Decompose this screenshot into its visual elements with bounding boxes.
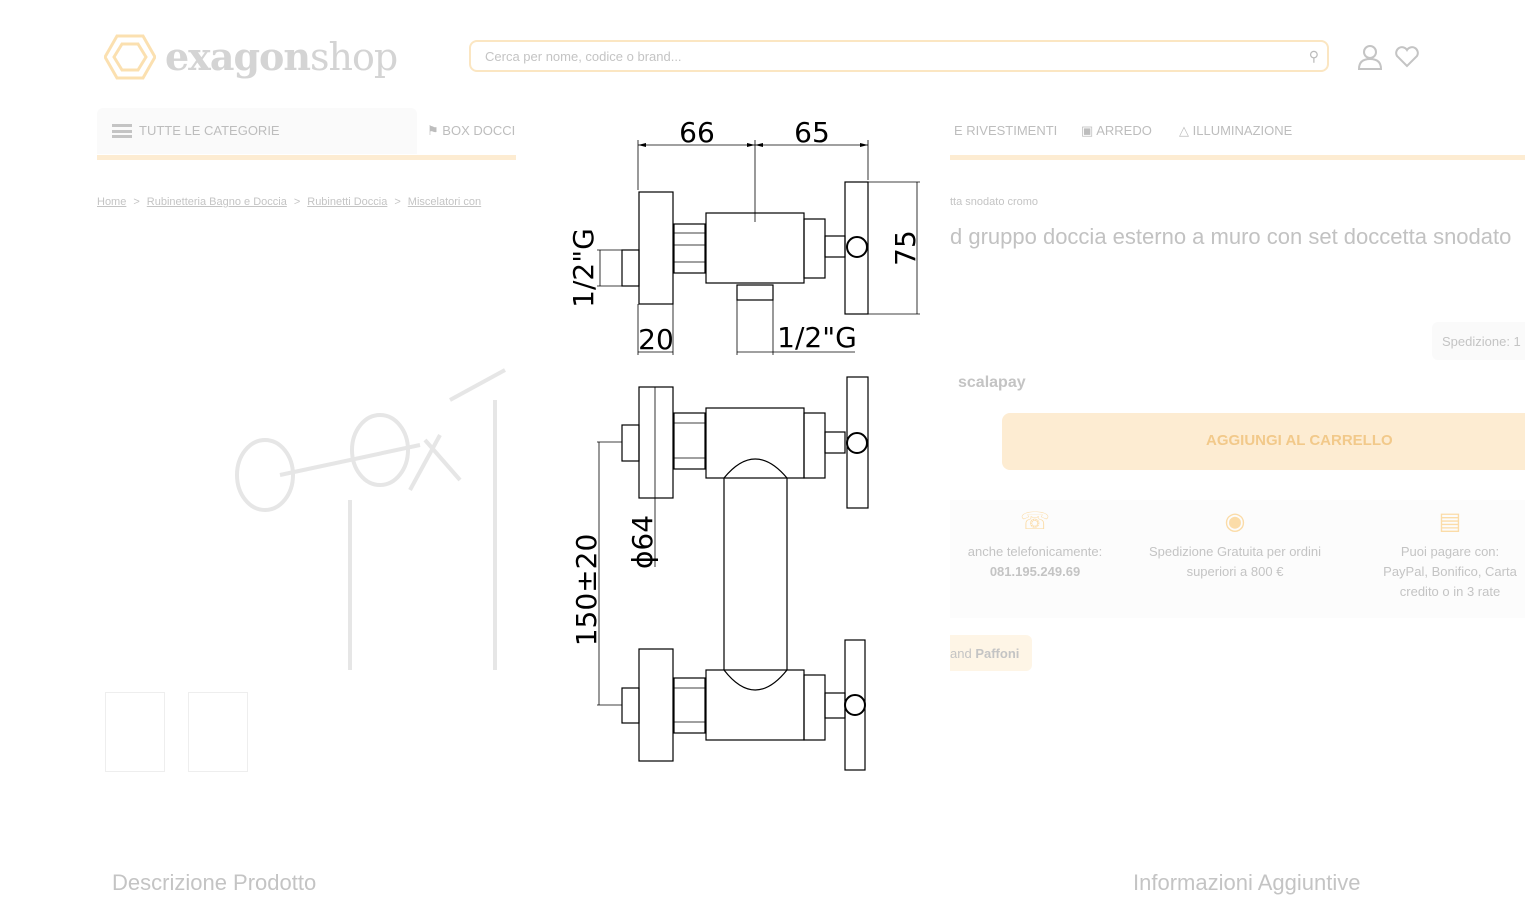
dim-height-label: 75 <box>889 230 922 266</box>
dim-flange-label: 20 <box>638 323 674 356</box>
shower-icon: ⚑ <box>427 123 439 138</box>
info-text: anche telefonicamente: <box>967 544 1103 559</box>
thumbnail-2[interactable] <box>188 692 248 772</box>
info-text: Spedizione Gratuita per ordini <box>1149 544 1321 559</box>
info-payment: ▤ Puoi pagare con: PayPal, Bonifico, Car… <box>1370 508 1525 602</box>
breadcrumb-home[interactable]: Home <box>97 196 127 208</box>
whatsapp-icon: ☏ <box>1019 508 1050 535</box>
brand-prefix: and <box>950 646 972 661</box>
description-heading[interactable]: Descrizione Prodotto <box>112 870 317 895</box>
piggy-bank-icon: ◉ <box>1224 508 1246 535</box>
add-to-cart-label: AGGIUNGI AL CARRELLO <box>1206 432 1393 449</box>
all-categories-button[interactable]: TUTTE LE CATEGORIE <box>97 108 417 154</box>
breadcrumb: Home>Rubinetteria Bagno e Doccia>Rubinet… <box>97 196 482 208</box>
thumbnail-1[interactable] <box>105 692 165 772</box>
product-title: d gruppo doccia esterno a muro con set d… <box>950 224 1512 249</box>
search-placeholder: Cerca per nome, codice o brand... <box>485 49 682 64</box>
info-text: credito o in 3 rate <box>1399 584 1501 599</box>
all-categories-label: TUTTE LE CATEGORIE <box>139 123 280 138</box>
breadcrumb-miscelatori[interactable]: Miscelatori con <box>407 196 482 208</box>
search-input[interactable]: Cerca per nome, codice o brand... ⚲ <box>469 40 1329 72</box>
add-to-cart-button[interactable]: AGGIUNGI AL CARRELLO <box>1002 413 1525 470</box>
dim-right-label: 65 <box>794 116 830 149</box>
phone-number: 081.195.249.69 <box>989 564 1081 579</box>
logo-bold: exagon <box>165 34 311 79</box>
nav-label: ILLUMINAZIONE <box>1192 123 1293 138</box>
menu-icon <box>112 124 132 138</box>
info-text: superiori a 800 € <box>1186 564 1284 579</box>
breadcrumb-rubinetti-doccia[interactable]: Rubinetti Doccia <box>307 196 388 208</box>
logo[interactable] <box>104 34 156 80</box>
breadcrumb-rubinetteria[interactable]: Rubinetteria Bagno e Doccia <box>146 196 287 208</box>
info-text: Puoi pagare con: <box>1400 544 1500 559</box>
sofa-icon: ▣ <box>1081 123 1094 138</box>
scalapay-text: scalapay <box>958 374 1026 391</box>
heart-icon[interactable] <box>1394 46 1420 68</box>
nav-label: E RIVESTIMENTI <box>954 123 1058 138</box>
shipping-badge: Spedizione: 1 <box>1432 322 1525 360</box>
logo-text: exagonshop <box>165 34 398 79</box>
lamp-icon: △ <box>1179 123 1189 138</box>
nav-item-illuminazione[interactable]: △ ILLUMINAZIONE <box>1179 123 1292 139</box>
credit-card-icon: ▤ <box>1438 508 1462 535</box>
scalapay-logo: scalapay <box>958 374 1026 392</box>
dim-left-label: 66 <box>679 116 715 149</box>
breadcrumb-current: tta snodato cromo <box>950 196 1039 208</box>
search-icon[interactable]: ⚲ <box>1308 48 1319 64</box>
nav-item-arredo[interactable]: ▣ ARREDO <box>1081 123 1152 139</box>
dim-diameter-label: ϕ64 <box>626 515 659 569</box>
brand-badge[interactable]: and Paffoni <box>940 635 1032 671</box>
info-shipping: ◉ Spedizione Gratuita per ordini superio… <box>1135 508 1335 582</box>
brand-name: Paffoni <box>975 646 1020 661</box>
nav-item-box-doccia[interactable]: ⚑ BOX DOCCI <box>427 123 515 139</box>
nav-item-rivestimenti[interactable]: E RIVESTIMENTI <box>954 123 1057 138</box>
nav-label: ARREDO <box>1096 123 1152 138</box>
dim-inlet-label: 1/2"G <box>567 228 600 308</box>
dim-spacing-label: 150±20 <box>570 534 603 647</box>
info-phone: ☏ anche telefonicamente: 081.195.249.69 <box>950 508 1120 582</box>
category-nav: TUTTE LE CATEGORIE ⚑ BOX DOCCI E RIVESTI… <box>97 108 1525 154</box>
product-main-image[interactable] <box>220 260 510 680</box>
dim-outlet-label: 1/2"G <box>777 321 857 354</box>
additional-info-heading[interactable]: Informazioni Aggiuntive <box>1133 870 1361 895</box>
lightbox-image-panel <box>516 100 950 790</box>
side-view: 66 65 75 1/2"G 20 1/2"G <box>567 116 922 356</box>
info-strip: ☏ anche telefonicamente: 081.195.249.69 … <box>930 500 1525 618</box>
shipping-text: Spedizione: 1 <box>1442 334 1521 349</box>
technical-drawing: 66 65 75 1/2"G 20 1/2"G 150±20 ϕ64 <box>567 116 922 771</box>
user-icon[interactable] <box>1357 44 1383 70</box>
top-view: 150±20 ϕ64 <box>570 376 869 771</box>
logo-light: shop <box>310 35 398 79</box>
logo-hexagon-icon <box>104 34 156 80</box>
nav-label: BOX DOCCI <box>442 123 516 138</box>
info-text: PayPal, Bonifico, Carta <box>1383 564 1517 579</box>
